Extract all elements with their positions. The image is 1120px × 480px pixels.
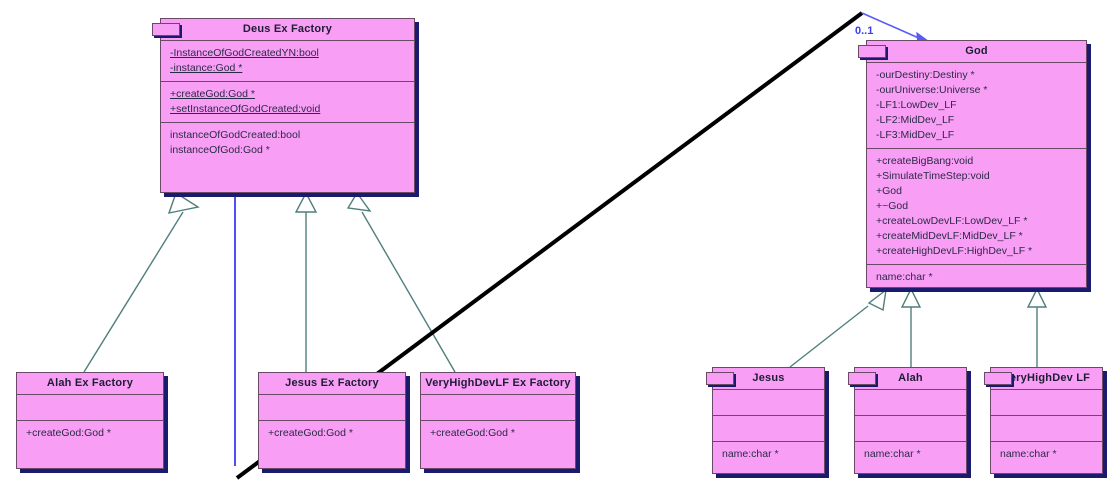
class-jesus-ex-factory[interactable]: Jesus Ex Factory +createGod:God * [258, 372, 406, 469]
class-operation: +createLowDevLF:LowDev_LF * [876, 215, 1028, 227]
class-operations-alah [855, 415, 966, 441]
class-veryhighdevlf-ex-factory[interactable]: VeryHighDevLF Ex Factory +createGod:God … [420, 372, 576, 469]
class-attribute: -InstanceOfGodCreatedYN:bool [170, 47, 319, 59]
class-attribute: -instance:God * [170, 62, 243, 74]
class-operation: +createMidDevLF:MidDev_LF * [876, 230, 1023, 242]
generalization-alahfactory-line [83, 211, 184, 373]
class-operations-jesus-ex-factory: +createGod:God * [259, 420, 405, 446]
empty-compartment [713, 395, 824, 410]
class-attributes-jesus-ex-factory [259, 394, 405, 420]
class-attributes-god: -ourDestiny:Destiny * -ourUniverse:Unive… [867, 62, 1086, 148]
class-extra: name:char * [864, 448, 921, 460]
class-veryhighdev-lf[interactable]: VeryHighDev LF name:char * [990, 367, 1103, 474]
class-tab-god [858, 45, 886, 58]
class-title-veryhighdevlf-ex-factory: VeryHighDevLF Ex Factory [425, 377, 571, 389]
generalization-alahfactory-arrowhead [167, 191, 200, 214]
class-attributes-veryhighdev-lf [991, 389, 1102, 415]
class-attribute: -ourUniverse:Universe * [876, 84, 988, 96]
class-operations-god: +createBigBang:void +SimulateTimeStep:vo… [867, 148, 1086, 264]
class-operations-deus-ex-factory: +createGod:God * +setInstanceOfGodCreate… [161, 81, 414, 122]
empty-compartment [421, 400, 575, 415]
class-operation: +createGod:God * [268, 427, 353, 439]
class-attribute: -LF1:LowDev_LF [876, 99, 957, 111]
empty-compartment [259, 400, 405, 415]
generalization-alah-arrowhead [900, 287, 922, 308]
class-extra: name:char * [876, 271, 933, 283]
empty-compartment [991, 421, 1102, 436]
class-extras-veryhighdev-lf: name:char * [991, 441, 1102, 467]
generalization-jesusfactory-arrowhead [294, 191, 318, 213]
generalization-vhdfactory-line [361, 211, 456, 373]
class-extra: instanceOfGod:God * [170, 144, 270, 156]
class-deus-ex-factory[interactable]: Deus Ex Factory -InstanceOfGodCreatedYN:… [160, 18, 415, 193]
class-operation: +createGod:God * [430, 427, 515, 439]
class-title-alah: Alah [898, 372, 923, 384]
class-attributes-jesus [713, 389, 824, 415]
generalization-vhdfactory-arrowhead [346, 191, 372, 212]
empty-compartment [855, 395, 966, 410]
class-extras-deus-ex-factory: instanceOfGodCreated:bool instanceOfGod:… [161, 122, 414, 163]
class-operation: +createGod:God * [170, 88, 255, 100]
class-operations-veryhighdev-lf [991, 415, 1102, 441]
empty-compartment [17, 400, 163, 415]
class-attribute: -LF3:MidDev_LF [876, 129, 955, 141]
class-title-god: God [965, 45, 988, 57]
generalization-jesus-line [789, 305, 869, 368]
class-title-jesus-ex-factory: Jesus Ex Factory [285, 377, 379, 389]
class-extras-god: name:char * [867, 264, 1086, 290]
class-operations-alah-ex-factory: +createGod:God * [17, 420, 163, 446]
class-extra: name:char * [722, 448, 779, 460]
class-tab-jesus [706, 372, 734, 385]
class-alah-ex-factory[interactable]: Alah Ex Factory +createGod:God * [16, 372, 164, 469]
class-operation: +createBigBang:void [876, 155, 974, 167]
class-operation: +God [876, 185, 902, 197]
class-god[interactable]: God -ourDestiny:Destiny * -ourUniverse:U… [866, 40, 1087, 288]
class-attribute: -ourDestiny:Destiny * [876, 69, 975, 81]
empty-compartment [991, 395, 1102, 410]
class-attribute: -LF2:MidDev_LF [876, 114, 955, 126]
class-extra: name:char * [1000, 448, 1057, 460]
empty-compartment [855, 421, 966, 436]
class-attributes-alah-ex-factory [17, 394, 163, 420]
class-operation: +createHighDevLF:HighDev_LF * [876, 245, 1033, 257]
class-operations-veryhighdevlf-ex-factory: +createGod:God * [421, 420, 575, 446]
class-attributes-deus-ex-factory: -InstanceOfGodCreatedYN:bool -instance:G… [161, 40, 414, 81]
class-operation: +setInstanceOfGodCreated:void [170, 103, 321, 115]
class-attributes-alah [855, 389, 966, 415]
class-extras-alah: name:char * [855, 441, 966, 467]
class-operations-jesus [713, 415, 824, 441]
class-attributes-veryhighdevlf-ex-factory [421, 394, 575, 420]
empty-compartment [713, 421, 824, 436]
multiplicity-label-0-1: 0..1 [855, 25, 874, 37]
class-operation: +~God [876, 200, 909, 212]
class-extras-jesus: name:char * [713, 441, 824, 467]
class-extra: instanceOfGodCreated:bool [170, 129, 301, 141]
class-title-alah-ex-factory: Alah Ex Factory [46, 377, 134, 389]
class-tab-deus-ex-factory [152, 23, 180, 36]
class-operation: +SimulateTimeStep:void [876, 170, 990, 182]
class-tab-veryhighdev-lf [984, 372, 1012, 385]
class-title-deus-ex-factory: Deus Ex Factory [242, 23, 333, 35]
generalization-jesus-arrowhead [867, 288, 887, 312]
generalization-vhd-arrowhead [1026, 287, 1048, 308]
class-operation: +createGod:God * [26, 427, 111, 439]
class-title-veryhighdev-lf: VeryHighDev LF [1002, 372, 1091, 384]
class-tab-alah [848, 372, 876, 385]
